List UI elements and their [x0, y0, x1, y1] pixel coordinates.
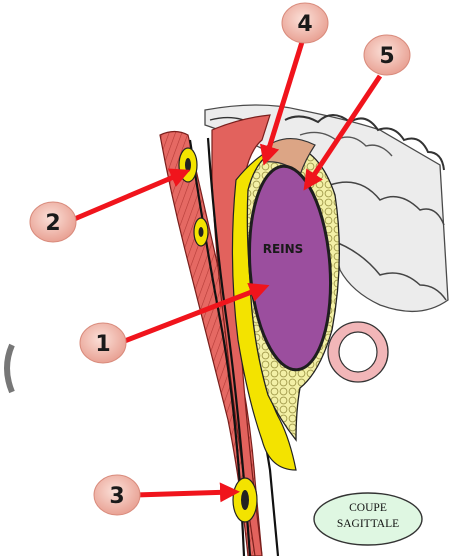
kidney: REINS — [247, 164, 333, 372]
callout-badge-2: 2 — [29, 201, 77, 243]
callout-number: 5 — [379, 44, 394, 69]
section-label-line1: COUPE — [349, 502, 387, 514]
arrow-3 — [134, 482, 240, 503]
callout-arrows — [71, 41, 383, 503]
section-label-line2: SAGITTALE — [337, 518, 399, 530]
callout-number: 2 — [45, 211, 60, 236]
arrow-5 — [303, 74, 383, 191]
arrow-1 — [121, 282, 270, 345]
callout-badge-3: 3 — [93, 474, 141, 516]
arrow-4 — [260, 41, 305, 166]
section-label-badge: COUPE SAGITTALE — [313, 492, 423, 546]
left-edge-shape — [4, 343, 15, 394]
bowel-loop — [327, 321, 389, 383]
callout-number: 3 — [109, 484, 124, 509]
callout-number: 1 — [95, 332, 110, 357]
kidney-label: REINS — [263, 242, 304, 256]
callout-number: 4 — [297, 12, 312, 37]
arrow-2 — [71, 168, 191, 223]
callout-badge-4: 4 — [281, 2, 329, 44]
callout-badge-5: 5 — [363, 34, 411, 76]
callout-badge-1: 1 — [79, 322, 127, 364]
